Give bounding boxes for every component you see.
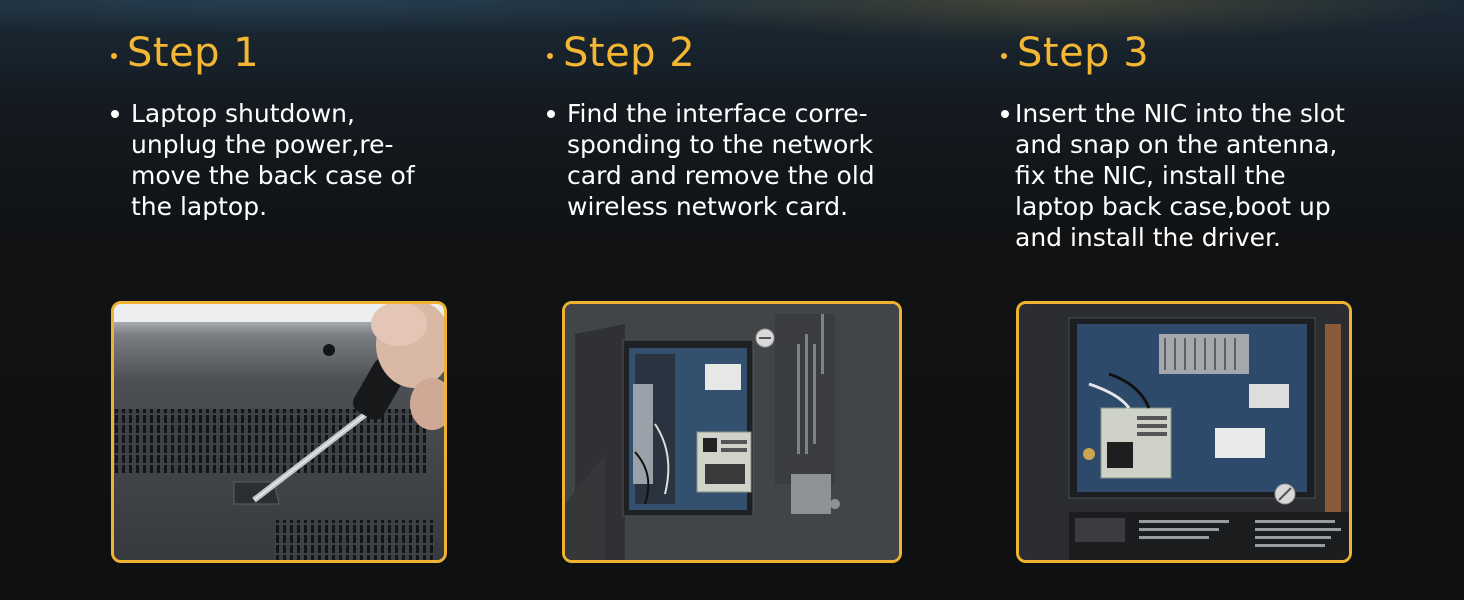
step-2-description-text: Find the interface corre- sponding to th… xyxy=(567,99,875,221)
step-1-description: Laptop shutdown, unplug the power,re- mo… xyxy=(111,98,431,222)
step-2-photo xyxy=(562,301,902,563)
step-3-photo xyxy=(1016,301,1352,563)
nic-installed-laptop-photo xyxy=(1019,304,1349,560)
step-2-title: Step 2 xyxy=(547,30,695,76)
step-3-title-text: Step 3 xyxy=(1017,30,1150,76)
laptop-back-case-screwdriver-photo xyxy=(114,304,444,560)
step-3-bullet xyxy=(1001,110,1009,118)
step-3-title: Step 3 xyxy=(1001,30,1149,76)
laptop-network-card-slot-photo xyxy=(565,304,899,560)
step-2-title-dot xyxy=(547,53,553,59)
step-1-title: Step 1 xyxy=(111,30,259,76)
step-1-title-dot xyxy=(111,53,117,59)
step-1-title-text: Step 1 xyxy=(127,30,260,76)
step-3-title-dot xyxy=(1001,53,1007,59)
step-1-description-text: Laptop shutdown, unplug the power,re- mo… xyxy=(131,99,415,221)
step-2-title-text: Step 2 xyxy=(563,30,696,76)
step-1-photo xyxy=(111,301,447,563)
step-2-bullet xyxy=(547,110,555,118)
step-2-description: Find the interface corre- sponding to th… xyxy=(547,98,887,222)
step-3-description: Insert the NIC into the slot and snap on… xyxy=(1001,98,1361,253)
step-1-bullet xyxy=(111,110,119,118)
step-3-description-text: Insert the NIC into the slot and snap on… xyxy=(1015,99,1345,252)
